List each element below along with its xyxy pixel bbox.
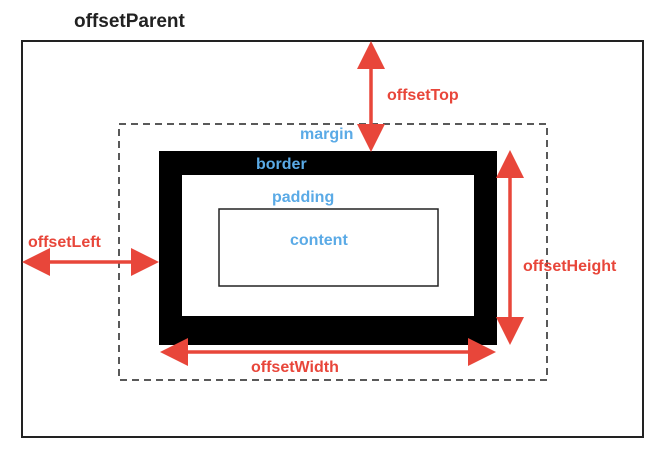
offset-height-label: offsetHeight (523, 258, 617, 275)
padding-label: padding (272, 189, 334, 206)
offset-parent-title: offsetParent (74, 11, 186, 32)
offset-left-label: offsetLeft (28, 234, 102, 251)
offset-top-label: offsetTop (387, 87, 459, 104)
border-label: border (256, 156, 307, 173)
margin-label: margin (300, 126, 353, 143)
offset-width-label: offsetWidth (251, 359, 339, 376)
content-box (218, 208, 439, 287)
offset-parent-box (21, 40, 644, 438)
content-label: content (290, 232, 348, 249)
